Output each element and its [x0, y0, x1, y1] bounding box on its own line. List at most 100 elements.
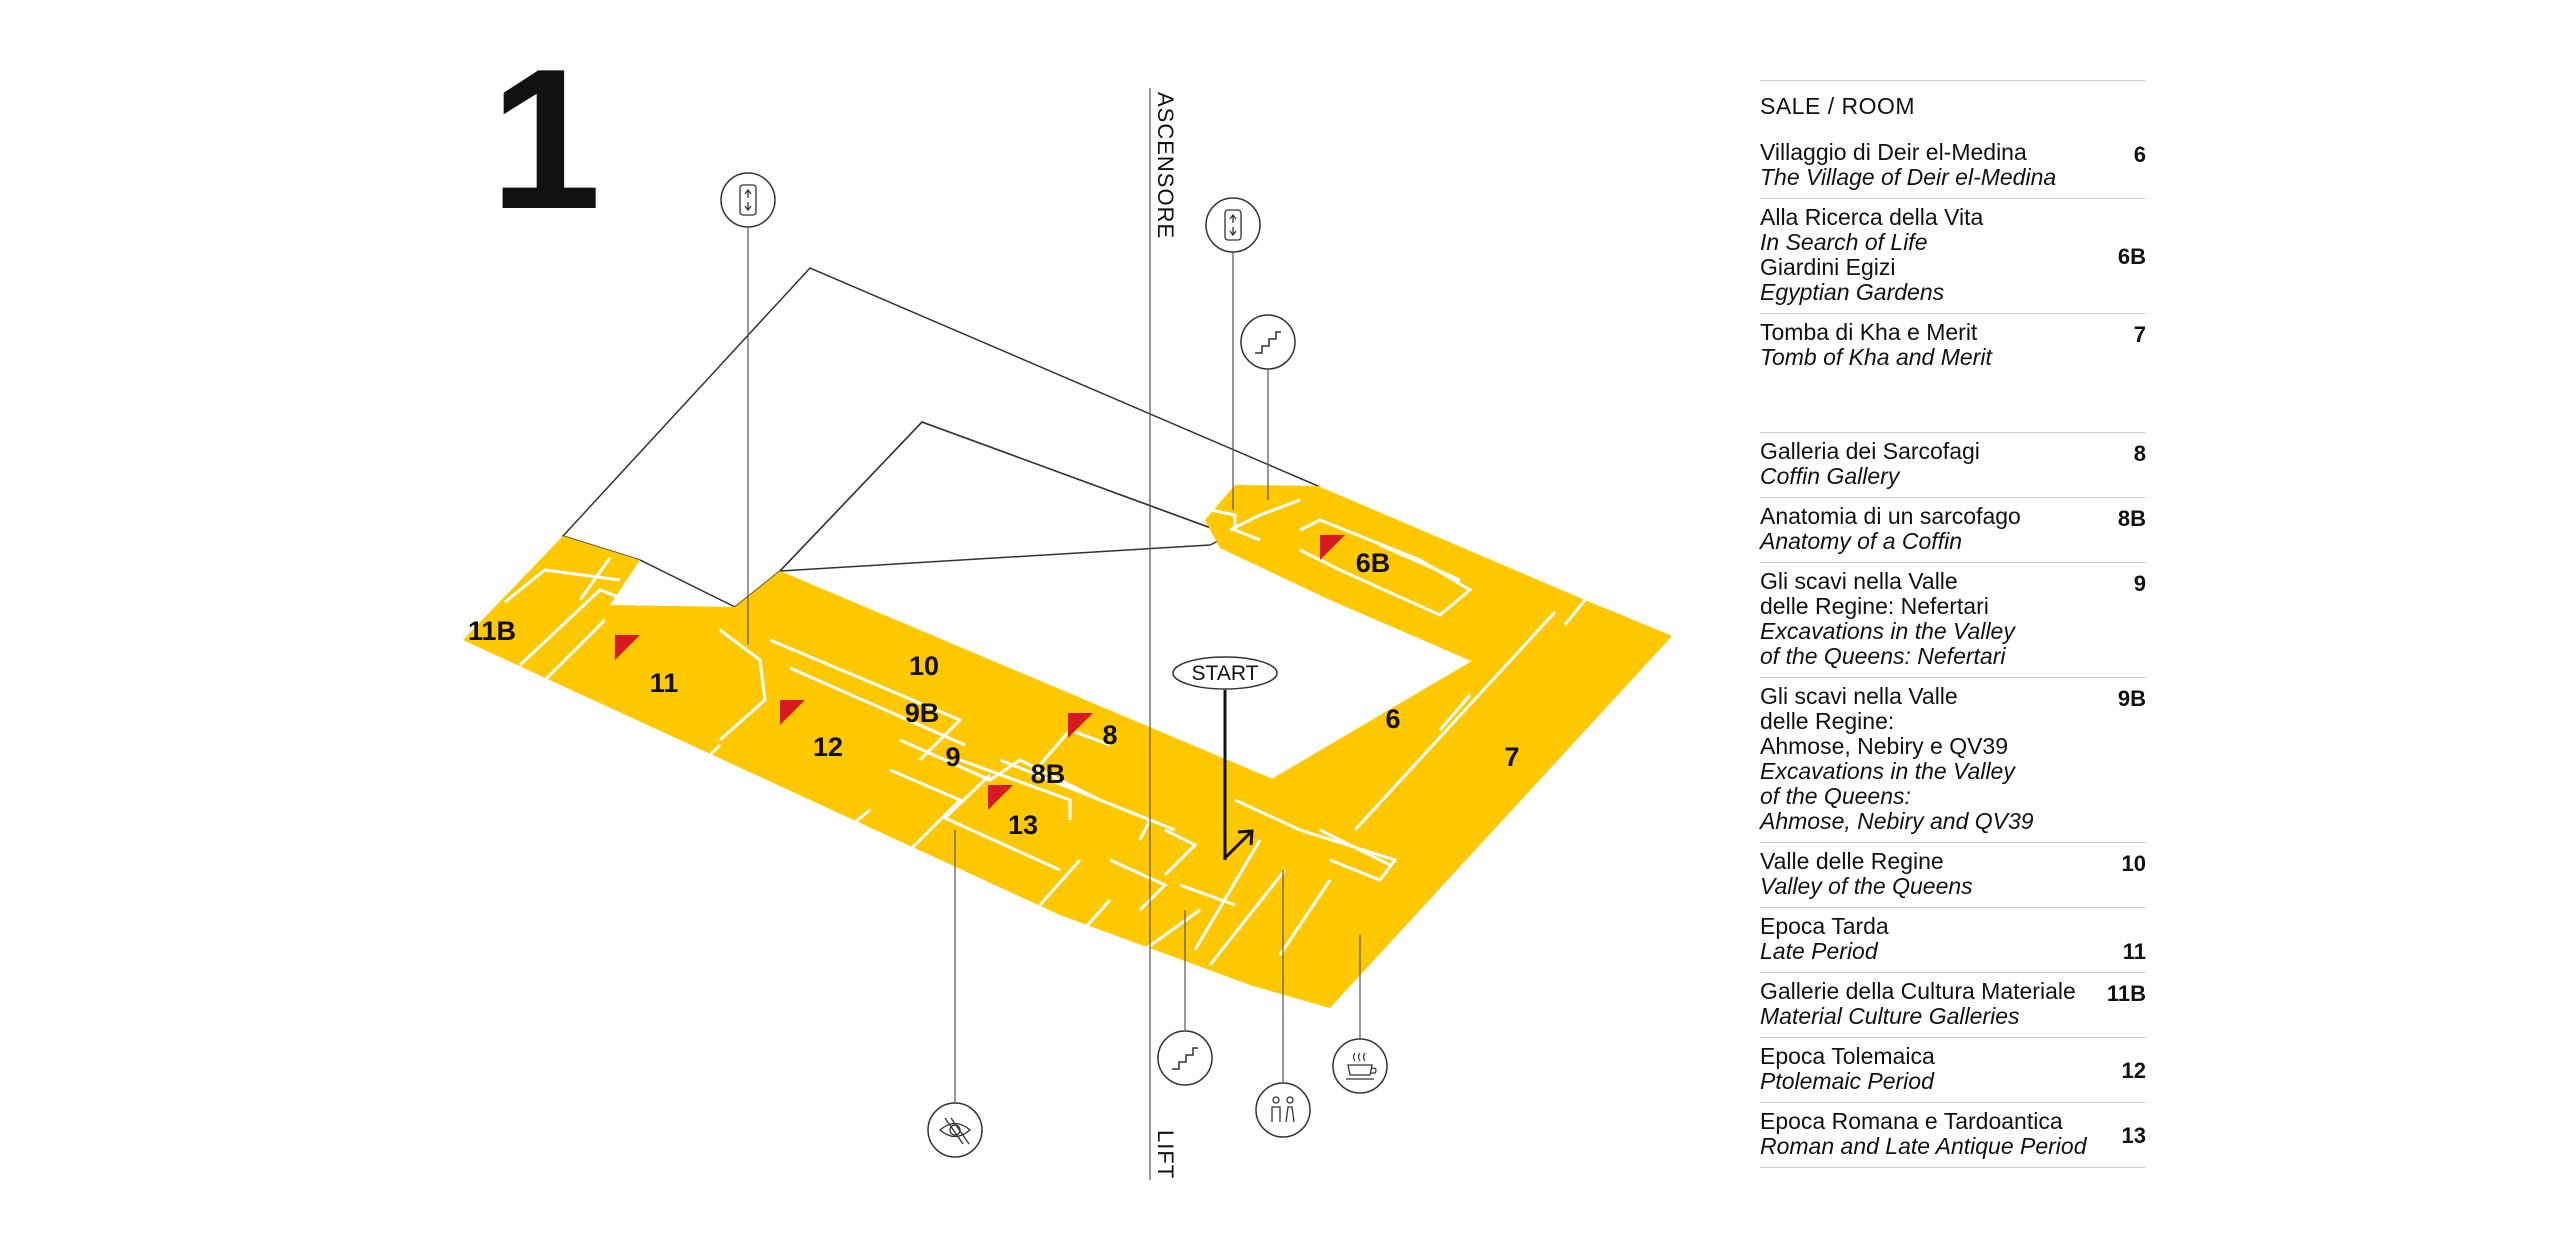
no-view-eye-icon[interactable] — [927, 1102, 983, 1158]
room-name-english: In Search of Life — [1760, 229, 1928, 255]
divider — [1149, 818, 1176, 832]
room-name-italian: Epoca Tolemaica — [1760, 1043, 1935, 1069]
coffee-cup-icon[interactable] — [1332, 1038, 1388, 1094]
divider — [1068, 899, 1112, 946]
divider — [769, 638, 963, 762]
divider — [1038, 859, 1082, 906]
room-name-italian: Giardini Egizi — [1760, 254, 1896, 280]
legend-room-number: 11B — [2106, 981, 2146, 1006]
lift-label-english: LIFT — [1153, 1130, 1178, 1179]
room-name-english: The Village of Deir el-Medina — [1760, 164, 2057, 190]
divider — [1379, 543, 1461, 582]
room-name-english: Tomb of Kha and Merit — [1760, 344, 1992, 370]
room-name-english: Anatomy of a Coffin — [1760, 528, 1962, 554]
start-marker[interactable]: START — [1172, 656, 1278, 860]
room-label-12[interactable]: 12 — [813, 732, 843, 762]
room-name-italian: Tomba di Kha e Merit — [1760, 319, 1978, 345]
room-label-10[interactable]: 10 — [909, 651, 939, 681]
room-label-7[interactable]: 7 — [1504, 742, 1519, 772]
room-label-8b[interactable]: 8B — [1031, 759, 1066, 789]
room-label-9b[interactable]: 9B — [905, 698, 940, 728]
divider — [1193, 839, 1262, 951]
legend-room-number: 12 — [2121, 1057, 2146, 1083]
divider — [1319, 828, 1391, 867]
divider — [899, 738, 1101, 802]
legend-room-number: 11 — [2122, 939, 2146, 964]
room-name-english: Roman and Late Antique Period — [1760, 1133, 2087, 1159]
lift-label-italian: ASCENSORE — [1153, 92, 1178, 239]
legend-room-number: 8 — [2133, 441, 2146, 466]
room-dividers — [504, 498, 1587, 966]
room-name-english: of the Queens: — [1760, 783, 1911, 809]
room-label-8[interactable]: 8 — [1102, 720, 1117, 750]
start-label: START — [1192, 662, 1259, 685]
legend-room-number: 9 — [2133, 571, 2146, 596]
room-label-6[interactable]: 6 — [1385, 704, 1400, 734]
highlight-marker — [780, 700, 805, 725]
highlight-marker — [988, 785, 1013, 810]
room-name-italian: Gallerie della Cultura Materiale — [1760, 978, 2076, 1004]
room-name-english: of the Queens: Nefertari — [1760, 643, 2006, 669]
divider — [889, 768, 963, 857]
room-name-english: Excavations in the Valley — [1760, 758, 2015, 784]
highlight-markers — [615, 535, 1345, 810]
divider — [1563, 599, 1587, 626]
legend-room-number: 8B — [2117, 506, 2146, 531]
exhibition-floor — [463, 485, 1672, 1008]
legend-room-number: 6B — [2117, 243, 2146, 269]
room-name-italian: Gli scavi nella Valle — [1760, 568, 1958, 594]
room-label-11b[interactable]: 11B — [468, 616, 516, 646]
divider — [789, 666, 966, 747]
room-name-italian: Alla Ricerca della Vita — [1760, 204, 1984, 230]
room-label-6b[interactable]: 6B — [1356, 548, 1391, 578]
toilets-icon[interactable] — [1255, 1082, 1311, 1138]
room-name-italian: Epoca Tarda — [1760, 913, 1889, 939]
outline-areas — [561, 267, 1320, 608]
room-name-english: Coffin Gallery — [1760, 463, 1900, 489]
room-label-11[interactable]: 11 — [650, 668, 679, 698]
highlight-marker — [1068, 713, 1093, 738]
divider — [1299, 518, 1473, 617]
legend-room-number: 9B — [2117, 686, 2146, 711]
stairs-icon[interactable] — [1240, 314, 1296, 370]
divider — [543, 618, 607, 682]
room-label-13[interactable]: 13 — [1008, 810, 1038, 840]
divider — [942, 773, 1061, 872]
legend-room-number: 10 — [2121, 851, 2146, 876]
room-label-9[interactable]: 9 — [945, 742, 960, 772]
highlight-marker — [615, 635, 640, 660]
outline-west-block — [561, 267, 1320, 608]
highlight-marker — [1320, 535, 1345, 560]
room-name-italian: Epoca Romana e Tardoantica — [1760, 1108, 2063, 1134]
lift-icon[interactable] — [720, 172, 776, 228]
lift-icon[interactable] — [1205, 197, 1261, 253]
legend-room-number: 13 — [2121, 1122, 2146, 1148]
outline-inner-block — [778, 421, 1232, 572]
stairs-icon[interactable] — [1157, 1030, 1213, 1086]
divider — [814, 808, 871, 857]
room-name-english: Material Culture Galleries — [1760, 1003, 2020, 1029]
divider — [1234, 798, 1398, 882]
legend-room-number: 7 — [2133, 322, 2146, 347]
